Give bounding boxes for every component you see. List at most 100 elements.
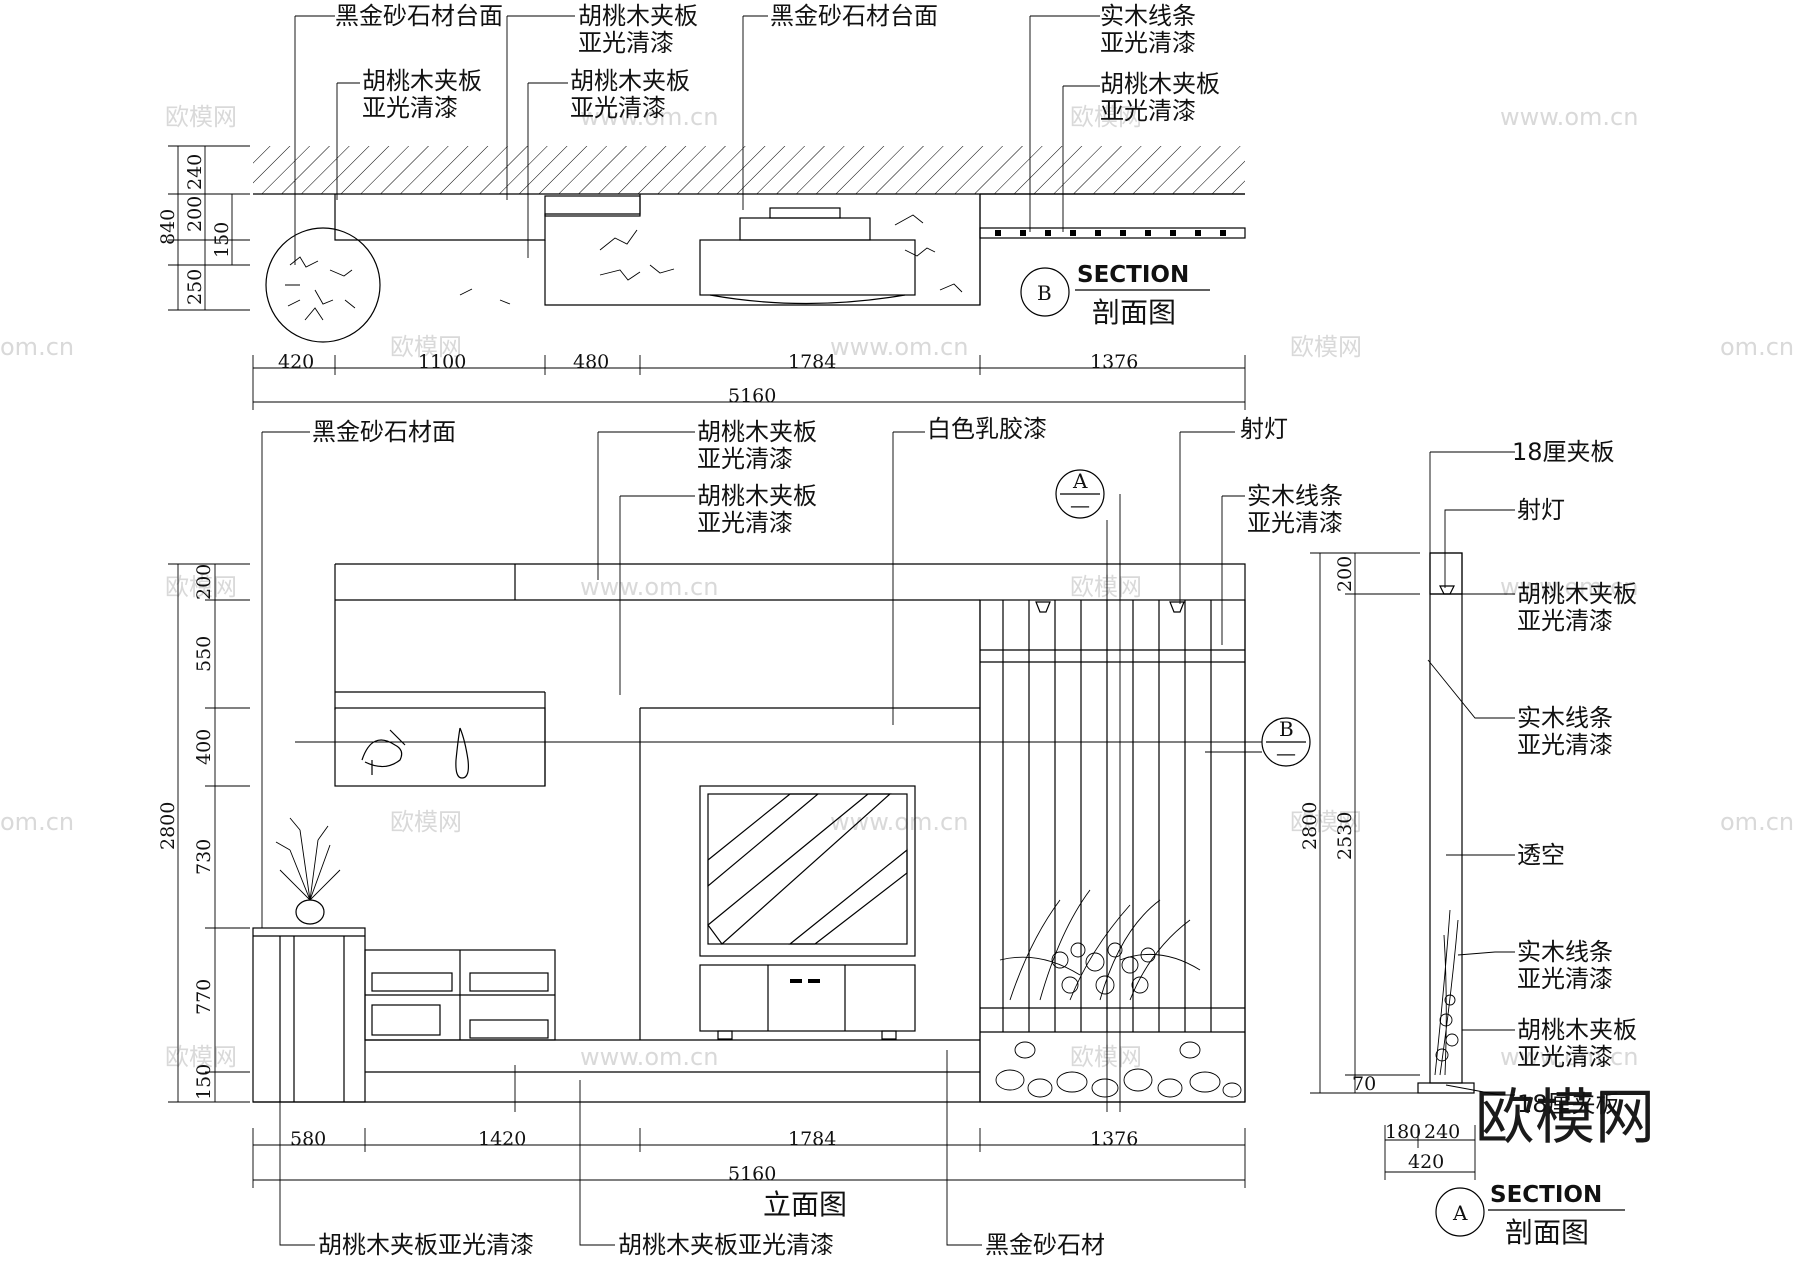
- elev-receiver-2: [469, 1019, 549, 1039]
- elev-label-latex-paint: 白色乳胶漆: [927, 415, 1047, 443]
- elev-label-walnut-2: 胡桃木夹板: [697, 482, 817, 510]
- watermark-url: www.om.cn: [830, 808, 968, 836]
- elev-dim-h-total: 5160: [728, 1163, 776, 1185]
- wall-hatch: [253, 146, 1245, 194]
- section-a-label-walnut-1: 胡桃木夹板: [1517, 580, 1637, 608]
- elev-dim-v-730: 730: [193, 839, 215, 875]
- elev-slat-screen: [979, 599, 1246, 1103]
- plan-tv-body: [699, 239, 916, 296]
- plan-cabinet-outline: [334, 194, 641, 241]
- section-a-label-varnish-3: 亚光清漆: [1517, 965, 1613, 993]
- section-a-dim-v-70: 70: [1352, 1073, 1376, 1095]
- marker-b-letter: B: [1279, 717, 1294, 741]
- elev-leader-bottom-3: [946, 1050, 982, 1246]
- watermark-url: om.cn: [0, 808, 74, 836]
- elev-label-varnish-2: 亚光清漆: [697, 509, 793, 537]
- elev-tv-cabinet: [699, 964, 916, 1032]
- plan-label-varnish-5: 亚光清漆: [1100, 97, 1196, 125]
- plan-slats: [995, 230, 1226, 236]
- plan-dim-h-1784: 1784: [788, 351, 836, 373]
- plan-label-walnut-4: 胡桃木夹板: [1100, 70, 1220, 98]
- section-a-label-plywood-bottom: 18厘夹板: [1517, 1090, 1620, 1118]
- plan-label-varnish-3: 亚光清漆: [570, 94, 666, 122]
- watermark-brand: 欧模网: [165, 103, 237, 131]
- plan-label-varnish-2: 亚光清漆: [578, 29, 674, 57]
- section-a-dim-h-420: 420: [1408, 1151, 1444, 1173]
- watermark-url: www.om.cn: [580, 103, 718, 131]
- watermark-brand: 欧模网: [390, 333, 462, 361]
- section-b-title: 剖面图: [1092, 296, 1176, 329]
- elev-label-walnut-1: 胡桃木夹板: [697, 418, 817, 446]
- section-a-label-varnish-2: 亚光清漆: [1517, 731, 1613, 759]
- elev-dim-v-150: 150: [193, 1064, 215, 1100]
- elev-pebbles: [995, 1041, 1242, 1098]
- marker-a-letter: A: [1072, 469, 1088, 493]
- plan-tv-back: [739, 217, 871, 241]
- section-a-leader-2: [1444, 509, 1515, 588]
- watermark-brand: 欧模网: [165, 1043, 237, 1071]
- marker-b-dash: —: [1276, 741, 1296, 765]
- section-a-label-strip-2: 实木线条: [1517, 938, 1613, 966]
- elev-dim-v-770: 770: [193, 979, 215, 1015]
- watermark-brand: 欧模网: [1070, 103, 1142, 131]
- plan-label-timber-strip: 实木线条: [1100, 2, 1196, 30]
- watermark-url: om.cn: [0, 333, 74, 361]
- section-a-base: [1417, 1082, 1475, 1094]
- plan-dim-v-150: 150: [211, 222, 233, 258]
- watermark-brand: 欧模网: [1070, 573, 1142, 601]
- watermark-brand: 欧模网: [390, 808, 462, 836]
- watermark-url: www.om.cn: [580, 1043, 718, 1071]
- elev-leader-bottom-1: [279, 960, 315, 1246]
- section-a-label-varnish-1: 亚光清漆: [1517, 607, 1613, 635]
- section-a-dim-v-total: 2800: [1299, 802, 1321, 850]
- section-a-word: SECTION: [1490, 1182, 1602, 1208]
- elev-penguin: [455, 727, 469, 779]
- elev-dim-h-580: 580: [290, 1128, 326, 1150]
- section-b-letter: B: [1037, 281, 1052, 305]
- elev-spotlight-2: [1169, 601, 1185, 613]
- plan-planter: [265, 227, 381, 343]
- section-b-bubble: [1020, 267, 1070, 317]
- section-a-label-strip-1: 实木线条: [1517, 704, 1613, 732]
- section-a-dim-v-2530: 2530: [1334, 812, 1356, 860]
- plan-dim-h-420: 420: [278, 351, 314, 373]
- elev-frame-top: [335, 563, 1246, 1102]
- plan-tv-top: [769, 207, 841, 219]
- elev-dim-v-400: 400: [193, 729, 215, 765]
- plan-dim-h-480: 480: [573, 351, 609, 373]
- section-a-leader-4: [1427, 659, 1515, 719]
- elev-flowers: [999, 889, 1201, 1001]
- watermark-brand: 欧模网: [1070, 1043, 1142, 1071]
- plan-dim-h-1376: 1376: [1090, 351, 1138, 373]
- watermark-url: www.om.cn: [830, 333, 968, 361]
- elev-dvd-player: [371, 972, 453, 992]
- plan-label-walnut-1: 胡桃木夹板: [362, 67, 482, 95]
- watermark-url: www.om.cn: [1500, 573, 1638, 601]
- elev-dim-h-1376: 1376: [1090, 1128, 1138, 1150]
- elev-slats: [980, 600, 1245, 1033]
- section-b-word: SECTION: [1077, 262, 1189, 288]
- elev-dim-v-total: 2800: [157, 802, 179, 850]
- plan-label-varnish-4: 亚光清漆: [1100, 29, 1196, 57]
- watermark-brand: 欧模网: [1290, 808, 1362, 836]
- watermark-url: om.cn: [1720, 333, 1794, 361]
- elev-amplifier: [371, 1004, 441, 1036]
- plan-tv-stand: [709, 294, 906, 305]
- marker-b-bubble: [1261, 717, 1311, 767]
- section-a-leader-8: [1445, 1084, 1515, 1096]
- plan-dim-h-1100: 1100: [418, 351, 466, 373]
- elev-dim-v-550: 550: [193, 636, 215, 672]
- marker-a-bubble: [1055, 469, 1105, 519]
- section-a-dim-v-200: 200: [1334, 556, 1356, 592]
- section-a-label-hollow: 透空: [1517, 841, 1565, 869]
- elev-label-bottom-1: 胡桃木夹板亚光清漆: [318, 1231, 534, 1259]
- marker-a-dash: —: [1070, 493, 1090, 517]
- section-a-title-letter: A: [1452, 1201, 1468, 1225]
- section-a-label-plywood-top: 18厘夹板: [1512, 438, 1615, 466]
- watermark-url: www.om.cn: [1500, 1043, 1638, 1071]
- section-a-label-varnish-4: 亚光清漆: [1517, 1043, 1613, 1071]
- elev-label-varnish-1: 亚光清漆: [697, 445, 793, 473]
- watermark-url: www.om.cn: [580, 573, 718, 601]
- section-a-leader-6: [1457, 951, 1515, 956]
